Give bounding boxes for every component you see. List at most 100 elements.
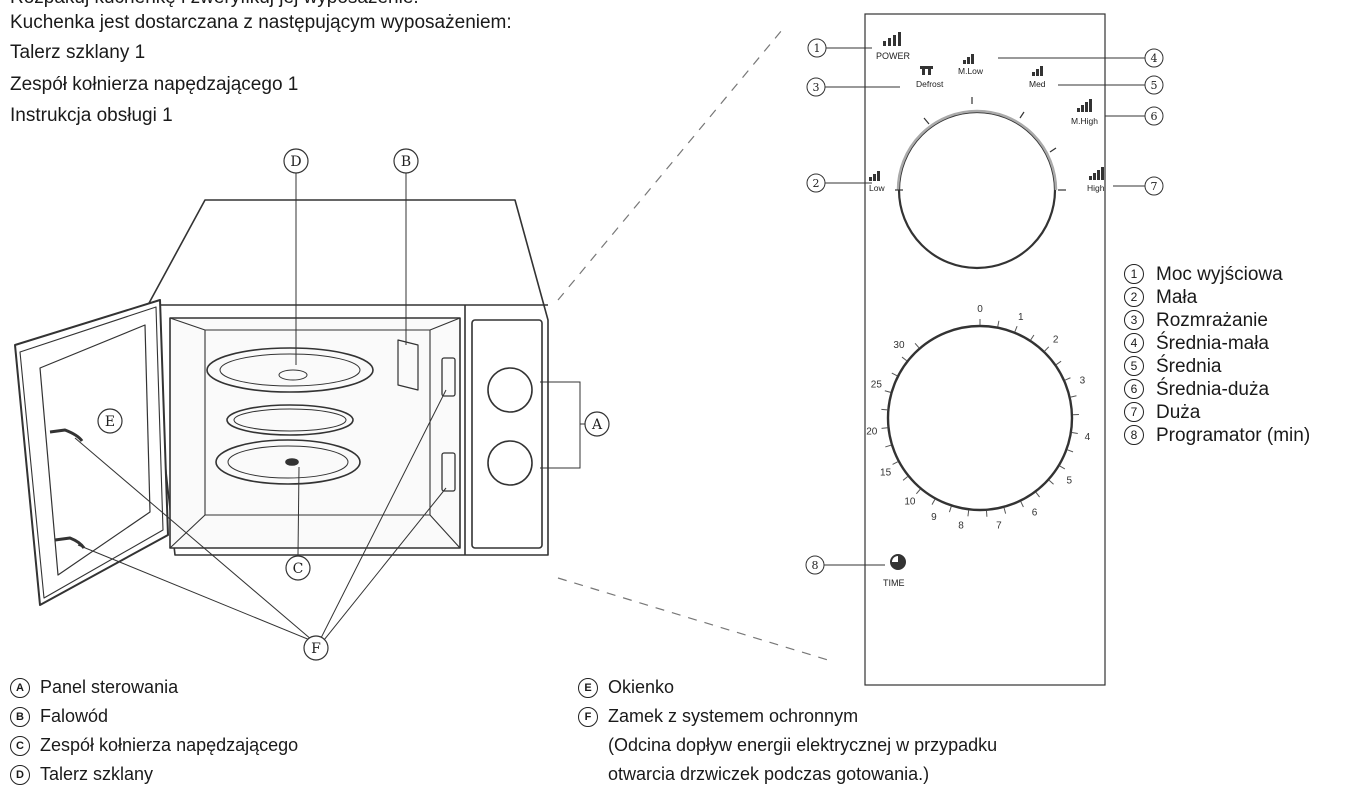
timer-tick [967, 510, 970, 517]
timer-tick [1030, 334, 1035, 341]
callout-C: C [293, 561, 304, 577]
level-mlow: M.Low [958, 66, 984, 76]
panel-legend-item: 3 Rozmrażanie [1124, 309, 1310, 332]
panel-legend-text: Rozmrażanie [1156, 310, 1268, 331]
callout-E: E [105, 414, 115, 430]
intro-line-0: Rozpakuj kuchenkę i zweryfikuj jej wypos… [10, 0, 419, 11]
panel-legend-text: Średnia [1156, 356, 1222, 377]
dial-time [886, 324, 1074, 512]
timer-tick [902, 476, 909, 481]
panel-callout-2: 2 [813, 177, 820, 190]
timer-number: 20 [866, 426, 878, 437]
med-bars-icon [1032, 66, 1043, 76]
panel-callout-5: 5 [1151, 79, 1158, 92]
bracket-A [540, 381, 581, 469]
timer-tick [1055, 360, 1062, 366]
panel-legend-number: 7 [1124, 402, 1144, 422]
panel-legend-text: Mała [1156, 287, 1198, 308]
panel-legend-number: 3 [1124, 310, 1144, 330]
timer-number: 0 [977, 304, 983, 315]
timer-number: 5 [1067, 476, 1073, 487]
panel-callout-7: 7 [1151, 180, 1158, 193]
timer-tick [1035, 491, 1040, 498]
callout-A: A [591, 417, 603, 433]
mlow-bars-icon [963, 54, 974, 64]
roller-ring [226, 404, 354, 436]
panel-legend-text: Średnia-mała [1156, 333, 1269, 354]
panel-legend-item: 4 Średnia-mała [1124, 332, 1310, 355]
callout-B: B [401, 154, 411, 170]
level-defrost: Defrost [916, 79, 944, 89]
panel-callout-4: 4 [1151, 52, 1158, 65]
knob-power [487, 367, 533, 413]
microwave-body [147, 199, 549, 556]
timer-number: 8 [958, 520, 964, 531]
timer-tick [1071, 432, 1078, 434]
timer-tick [1020, 501, 1024, 508]
coupler-plate [215, 439, 361, 485]
timer-tick [1014, 326, 1018, 332]
intro-line-2: Talerz szklany 1 [10, 42, 146, 63]
panel-legend-item: 8 Programator (min) [1124, 424, 1310, 447]
timer-number: 4 [1085, 432, 1091, 443]
intro-line-1: Kuchenka jest dostarczana z następującym… [10, 12, 512, 33]
panel-legend-number: 6 [1124, 379, 1144, 399]
timer-number: 1 [1018, 312, 1024, 323]
power-label: POWER [876, 51, 911, 61]
level-high: High [1087, 183, 1105, 193]
level-mhigh: M.High [1071, 116, 1098, 126]
timer-tick [884, 390, 891, 393]
dial-power [897, 110, 1057, 270]
panel-legend-number: 8 [1124, 425, 1144, 445]
clock-icon [890, 554, 906, 570]
callout-D: D [290, 154, 301, 170]
panel-legend-number: 1 [1124, 264, 1144, 284]
timer-tick [881, 427, 888, 429]
timer-number: 3 [1080, 376, 1086, 387]
timer-tick [1059, 465, 1066, 470]
timer-tick [881, 408, 888, 411]
panel-legend-text: Duża [1156, 402, 1201, 423]
low-bars-icon [869, 171, 880, 181]
timer-number: 9 [931, 512, 937, 523]
intro-line-3: Zespół kołnierza napędzającego 1 [10, 74, 299, 95]
legend-F-note-2: otwarcia drzwiczek podczas gotowania.) [608, 764, 930, 784]
timer-number: 30 [893, 340, 905, 351]
level-med: Med [1029, 79, 1046, 89]
panel-legend-number: 4 [1124, 333, 1144, 353]
timer-tick [901, 356, 908, 362]
timer-tick [892, 461, 899, 465]
leader-C [297, 466, 300, 556]
timer-number: 25 [871, 379, 883, 390]
panel-legend-item: 2 Mała [1124, 286, 1310, 309]
latch-top [441, 357, 456, 397]
timer-tick [1003, 507, 1007, 514]
timer-tick [914, 342, 920, 349]
timer-number: 6 [1032, 507, 1038, 518]
timer-number: 2 [1053, 335, 1059, 346]
timer-tick [997, 320, 1000, 327]
timer-tick [948, 506, 952, 513]
intro-line-4: Instrukcja obsługi 1 [10, 105, 173, 126]
timer-number: 10 [904, 496, 916, 507]
panel-callout-1: 1 [814, 42, 821, 55]
panel-legend-number: 2 [1124, 287, 1144, 307]
timer-number: 15 [880, 468, 892, 479]
timer-tick [891, 372, 898, 377]
panel-legend-item: 7 Duża [1124, 401, 1310, 424]
timer-tick [1044, 346, 1050, 352]
leader-F-1 [74, 437, 313, 641]
panel-legend-text: Programator (min) [1156, 425, 1311, 446]
power-bars-icon [883, 32, 901, 46]
defrost-icon [920, 66, 933, 75]
